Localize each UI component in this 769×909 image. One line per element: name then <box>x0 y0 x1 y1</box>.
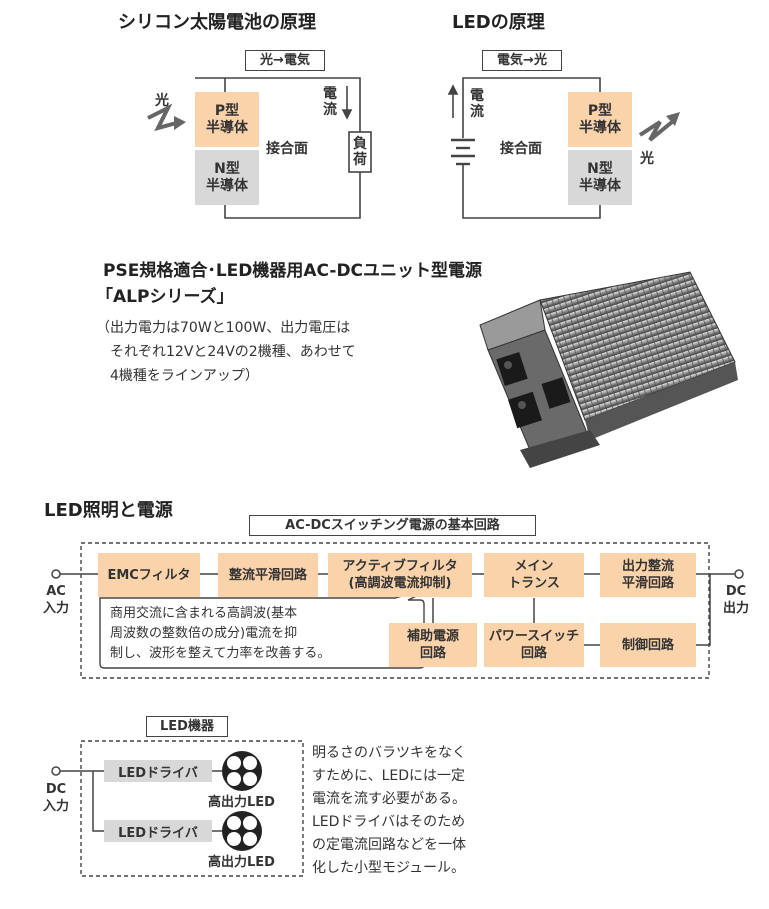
main-transformer-block: メイントランス <box>484 553 584 597</box>
led-device-tag: LED機器 <box>146 716 228 737</box>
solar-p-type-block: P型半導体 <box>195 92 259 147</box>
power-switch-block: パワースイッチ回路 <box>484 623 584 667</box>
led-light-label: 光 <box>640 151 654 167</box>
solar-load-box <box>348 131 372 173</box>
led-current-label: 電流 <box>470 88 484 120</box>
ac-input-terminal-icon <box>51 569 61 579</box>
led-driver-block: LEDドライバ <box>104 760 212 782</box>
high-power-led-icon <box>222 811 262 851</box>
led-light-zigzag-icon <box>638 120 674 142</box>
product-title-line1: PSE規格適合･LED機器用AC-DCユニット型電源 <box>103 261 483 281</box>
dc-input-terminal-icon <box>51 766 61 776</box>
led-light-arrowhead-icon <box>666 112 680 126</box>
solar-n-type-block: N型半導体 <box>195 150 259 205</box>
solar-junction-label: 接合面 <box>266 141 308 157</box>
solar-load-label: 負荷 <box>353 136 367 168</box>
solar-current-arrow <box>341 86 353 120</box>
solar-light-arrowhead-icon <box>174 116 186 130</box>
led-current-arrow <box>447 84 459 118</box>
battery-icon <box>451 138 475 166</box>
acdc-wires <box>58 573 736 646</box>
acdc-dashed-frame <box>80 542 710 679</box>
active-filter-block: アクティブフィルタ(高調波電流抑制) <box>328 553 472 597</box>
ledunit-wires <box>58 770 222 832</box>
emc-filter-block: EMCフィルタ <box>98 553 200 597</box>
led-n-type-block: N型半導体 <box>568 150 632 205</box>
rectifier-block: 整流平滑回路 <box>218 553 318 597</box>
solar-light-label: 光 <box>155 93 169 109</box>
led-circuit <box>462 77 601 219</box>
high-power-led-label: 高出力LED <box>208 795 275 810</box>
led-title: LEDの原理 <box>452 12 545 33</box>
ledunit-dashed-frame <box>80 740 304 877</box>
high-power-led-label: 高出力LED <box>208 855 275 870</box>
led-driver-block: LEDドライバ <box>104 820 212 842</box>
output-rectifier-block: 出力整流平滑回路 <box>600 553 696 597</box>
power-section-title: LED照明と電源 <box>44 500 173 521</box>
solar-title: シリコン太陽電池の原理 <box>118 12 316 33</box>
power-supply-photo <box>479 271 738 468</box>
solar-tag: 光→電気 <box>245 50 325 71</box>
led-junction-label: 接合面 <box>500 141 542 157</box>
high-power-led-icon <box>222 751 262 791</box>
led-p-type-block: P型半導体 <box>568 92 632 147</box>
led-tag: 電気→光 <box>482 50 562 71</box>
solar-circuit <box>195 77 361 219</box>
solar-current-label: 電流 <box>323 86 337 118</box>
aux-power-block: 補助電源回路 <box>389 623 477 667</box>
active-filter-note: 商用交流に含まれる高調波(基本 周波数の整数倍の成分)電流を抑 制し、波形を整え… <box>110 606 331 661</box>
acdc-circuit-tag: AC-DCスイッチング電源の基本回路 <box>249 515 536 536</box>
solar-light-zigzag-icon <box>147 103 181 132</box>
led-driver-description: 明るさのバラツキをなく すために、LEDには一定 電流を流す必要がある。 LED… <box>312 745 466 876</box>
dc-output-terminal-icon <box>734 569 744 579</box>
product-description: （出力電力は70Wと100W、出力電圧は それぞれ12Vと24Vの2機種、あわせ… <box>96 320 356 384</box>
control-circuit-block: 制御回路 <box>600 623 696 667</box>
product-title-line2: 「ALPシリーズ」 <box>96 287 234 307</box>
